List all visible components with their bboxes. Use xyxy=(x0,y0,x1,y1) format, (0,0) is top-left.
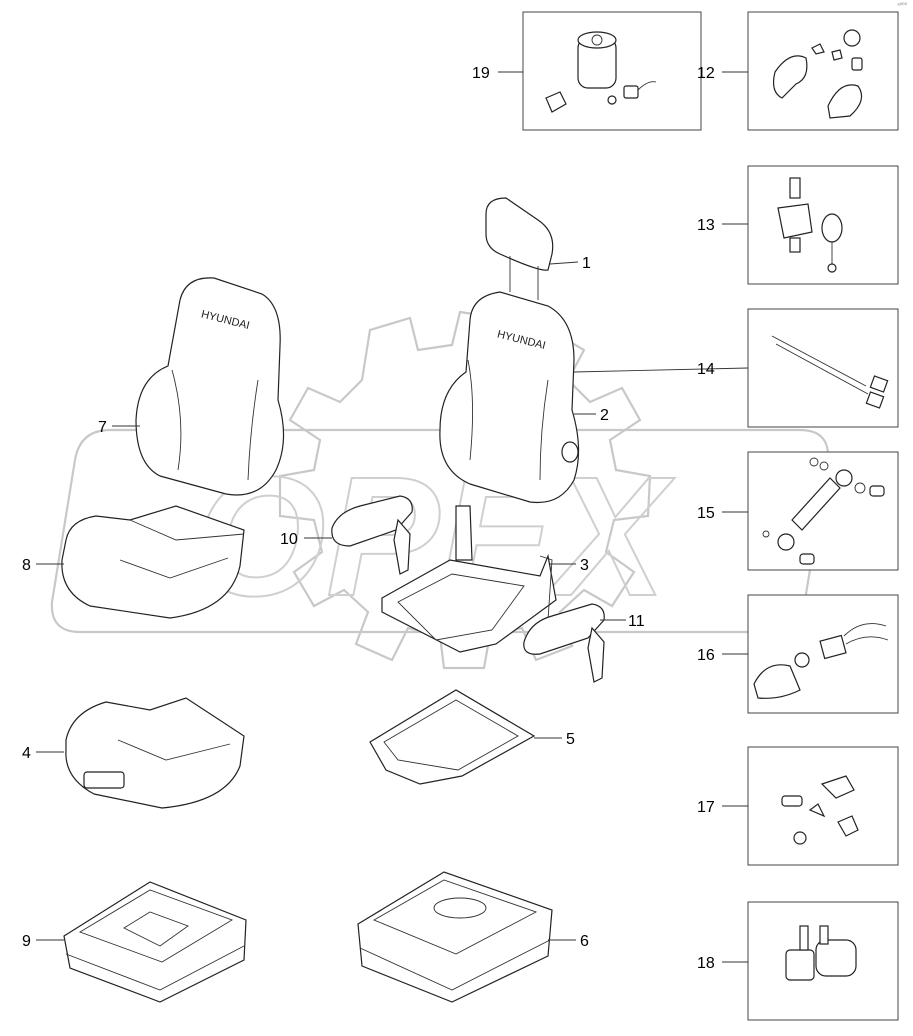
part-15-drawing xyxy=(762,457,885,565)
callout-19: 19 xyxy=(472,65,490,82)
kit-box-17 xyxy=(747,746,899,866)
callout-12: 12 xyxy=(697,65,715,82)
kit-boxes xyxy=(522,11,899,1021)
callout-5: 5 xyxy=(566,731,575,748)
callout-17: 17 xyxy=(697,799,715,816)
callout-8: 8 xyxy=(22,557,31,574)
part-2-seat-back: HYUNDAI xyxy=(439,291,580,504)
callout-11: 11 xyxy=(628,613,645,630)
part-12-drawing xyxy=(772,29,863,119)
callouts: 19 12 13 14 15 16 17 18 1 2 3 4 5 6 7 8 xyxy=(22,65,749,972)
callout-14: 14 xyxy=(697,361,715,378)
part-3-seat-frame xyxy=(381,505,557,653)
part-11-armrest xyxy=(523,603,605,683)
part-6-suspension xyxy=(357,871,553,1003)
callout-2: 2 xyxy=(600,407,609,424)
callout-13: 13 xyxy=(697,217,715,234)
part-1-headrest xyxy=(485,197,554,300)
callout-1: 1 xyxy=(582,255,591,272)
part-19-drawing xyxy=(545,31,657,113)
callout-18: 18 xyxy=(697,955,715,972)
part-10-armrest xyxy=(331,495,413,575)
kit-box-14 xyxy=(747,308,899,428)
part-8-seat-cushion xyxy=(61,505,245,619)
kit-box-12 xyxy=(747,11,899,131)
callout-16: 16 xyxy=(697,647,715,664)
part-7-seat-back: HYUNDAI xyxy=(135,277,285,496)
callout-3: 3 xyxy=(580,557,589,574)
corner-mark: ᵉ⁰⁰⁰ xyxy=(897,3,907,9)
callout-9: 9 xyxy=(22,933,31,950)
callout-15: 15 xyxy=(697,505,715,522)
callout-6: 6 xyxy=(580,933,589,950)
part-17-drawing xyxy=(781,775,859,845)
part-5-slide-frame xyxy=(369,689,536,785)
part-13-drawing xyxy=(777,177,843,273)
kit-box-15 xyxy=(747,451,899,571)
part-4-cushion xyxy=(65,697,245,809)
part-14-drawing xyxy=(771,335,889,409)
callout-7: 7 xyxy=(98,419,107,436)
callout-4: 4 xyxy=(22,745,31,762)
part-18-drawing xyxy=(785,925,857,981)
part-9-suspension xyxy=(63,881,247,1003)
part-16-drawing xyxy=(753,623,889,699)
callout-10: 10 xyxy=(280,531,298,548)
